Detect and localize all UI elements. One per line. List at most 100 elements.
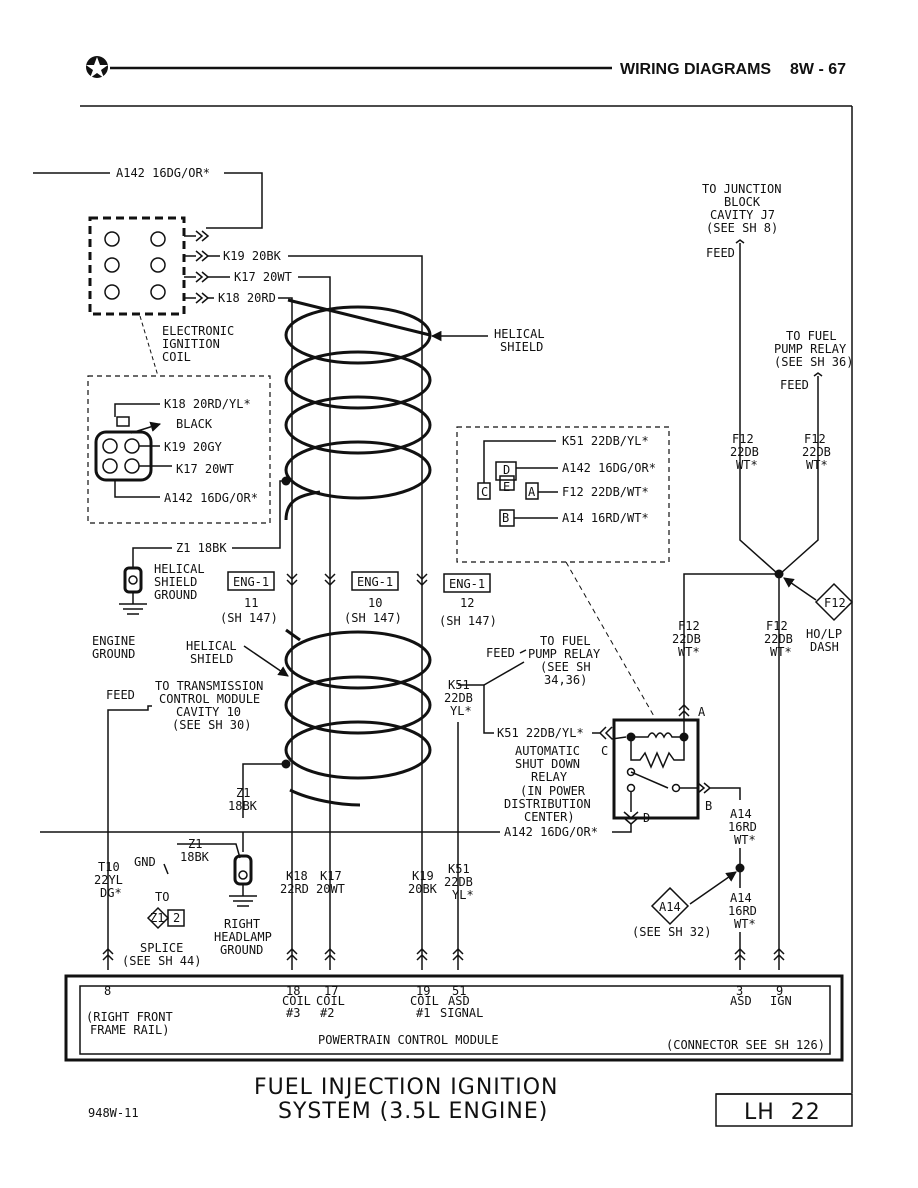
wire-a142-top-label: A142 16DG/OR* <box>116 166 210 180</box>
splice-1: SPLICE <box>140 941 183 955</box>
shield-ground-label-3: GROUND <box>154 588 197 602</box>
pcm-name: POWERTRAIN CONTROL MODULE <box>318 1033 499 1047</box>
eng-ref-3-num: 12 <box>460 596 474 610</box>
f12-top-left-3: WT* <box>736 458 758 472</box>
z1-ground-wire <box>132 547 172 568</box>
wire-f12-right <box>779 376 819 575</box>
relay-letter-c: C <box>481 485 488 499</box>
shield-lower-arrow <box>243 645 289 677</box>
wire-f12-to-relay <box>683 573 779 712</box>
pcm-pin-51-l1: ASD <box>448 994 470 1008</box>
drain-wire <box>232 480 286 549</box>
wire-a142-bottom-label: A142 16DG/OR* <box>504 825 598 839</box>
pin-black-leader <box>130 421 162 434</box>
pcm-connector-chevrons <box>102 947 785 961</box>
pcm-pin-9: 9 <box>776 984 783 998</box>
relay-pin-d-label: D <box>643 811 650 825</box>
f12-badge-label: F12 <box>824 596 846 610</box>
pcm-pin-3-l1: ASD <box>730 994 752 1008</box>
f12-badge-leader <box>783 577 817 601</box>
ho-lp-2: DASH <box>810 640 839 654</box>
feed-label-pump: FEED <box>780 378 809 392</box>
shield-upper-label-1: HELICAL <box>494 327 545 341</box>
coil-leader <box>139 315 159 377</box>
shield-upper-label-2: SHIELD <box>500 340 543 354</box>
f12-top-right-2: 22DB <box>802 445 831 459</box>
feed-hook-junction <box>735 239 745 244</box>
f12-mid-right-2: 22DB <box>764 632 793 646</box>
eng-connector-11: ENG-1 11 (SH 147) <box>220 571 278 625</box>
k51-mid-2: 22DB <box>444 691 473 705</box>
relay-letter-a: A <box>528 485 536 499</box>
pcm-pin-8: 8 <box>104 984 111 998</box>
t10-2: 22YL <box>94 873 123 887</box>
helical-shield-upper <box>284 298 432 521</box>
pcm-pin-9-l1: IGN <box>770 994 792 1008</box>
feed-hook-k51 <box>519 649 527 654</box>
junction-block-3: CAVITY J7 <box>710 208 775 222</box>
a14-badge: A14 <box>650 886 690 926</box>
powertrain-control-module <box>64 974 844 1062</box>
wire-k51-label: K51 22DB/YL* <box>497 726 584 740</box>
relay-pin-c-label: C <box>601 744 608 758</box>
lower-wire-k18-2: 22RD <box>280 882 309 896</box>
lower-wire-k19-1: K19 <box>412 869 434 883</box>
asd-relay <box>612 703 700 820</box>
eng-ref-2-sheet: (SH 147) <box>344 611 402 625</box>
a14-low-1: A14 <box>730 891 752 905</box>
shield-ground-label-2: SHIELD <box>154 575 197 589</box>
f12-top-left-2: 22DB <box>730 445 759 459</box>
z1-mid-1: Z1 <box>236 786 250 800</box>
ground-eyelet-icon <box>119 566 147 615</box>
tcm-1: TO TRANSMISSION <box>155 679 263 693</box>
splice-badge-z1: Z1 <box>150 911 164 925</box>
pcm-pin-18-l1: COIL <box>282 994 311 1008</box>
junction-block-4: (SEE SH 8) <box>706 221 778 235</box>
eng-ref-2-num: 10 <box>368 596 382 610</box>
coil-name-2: IGNITION <box>162 337 220 351</box>
header-title: WIRING DIAGRAMS <box>620 61 771 78</box>
tcm-2: CONTROL MODULE <box>159 692 260 706</box>
see-sh-32: (SEE SH 32) <box>632 925 711 939</box>
a14-badge-label: A14 <box>659 900 681 914</box>
relay-pin-b-label: B <box>705 799 712 813</box>
k51-to-relay <box>592 726 627 740</box>
footer-title-2: SYSTEM (3.5L ENGINE) <box>278 1099 548 1124</box>
pcm-connector-note: (CONNECTOR SEE SH 126) <box>666 1038 825 1052</box>
frame-rail-2: FRAME RAIL) <box>90 1023 169 1037</box>
connector-pin-4: K17 20WT <box>176 462 234 476</box>
feed-label-k51: FEED <box>486 646 515 660</box>
lower-wire-k51-2: 22DB <box>444 875 473 889</box>
feed-k51-leader <box>483 661 525 686</box>
wire-a14-from-relay <box>680 782 741 800</box>
a14-badge-leader <box>689 871 737 905</box>
wire-z1-top-label: Z1 18BK <box>176 541 227 555</box>
pcm-pin-18: 18 <box>286 984 300 998</box>
shield-lower-label-1: HELICAL <box>186 639 237 653</box>
asd-relay-4: (IN POWER <box>520 784 586 798</box>
junction-block-1: TO JUNCTION <box>702 182 781 196</box>
engine-ground-label-2: GROUND <box>92 647 135 661</box>
header-page: 8W - 67 <box>790 61 846 78</box>
pcm-pin-18-l2: #3 <box>286 1006 300 1020</box>
wire-t10 <box>107 705 152 970</box>
asd-relay-3: RELAY <box>531 770 568 784</box>
wire-k19-label: K19 20BK <box>223 249 282 263</box>
pcm-pin-51: 51 <box>452 984 466 998</box>
eng-ref-2-tag: ENG-1 <box>357 575 393 589</box>
fuel-pump-top-2: PUMP RELAY <box>774 342 847 356</box>
eng-connector-10: ENG-1 10 (SH 147) <box>344 571 402 625</box>
ignition-coil <box>88 216 210 316</box>
z1-low-leader <box>177 843 241 859</box>
pcm-pin-17-l2: #2 <box>320 1006 334 1020</box>
relay-letter-d: D <box>503 463 510 477</box>
eng-ref-1-tag: ENG-1 <box>233 575 269 589</box>
fuel-pump-mid-3: (SEE SH <box>540 660 591 674</box>
connector-pin-3: K19 20GY <box>164 440 223 454</box>
k51-bracket <box>458 684 494 734</box>
wire-a142-to-coil <box>206 172 263 229</box>
connector-chevrons <box>286 573 428 587</box>
wire-f12-left <box>739 243 779 575</box>
coil-name-1: ELECTRONIC <box>162 324 234 338</box>
lower-wire-k51-3: YL* <box>452 888 474 902</box>
